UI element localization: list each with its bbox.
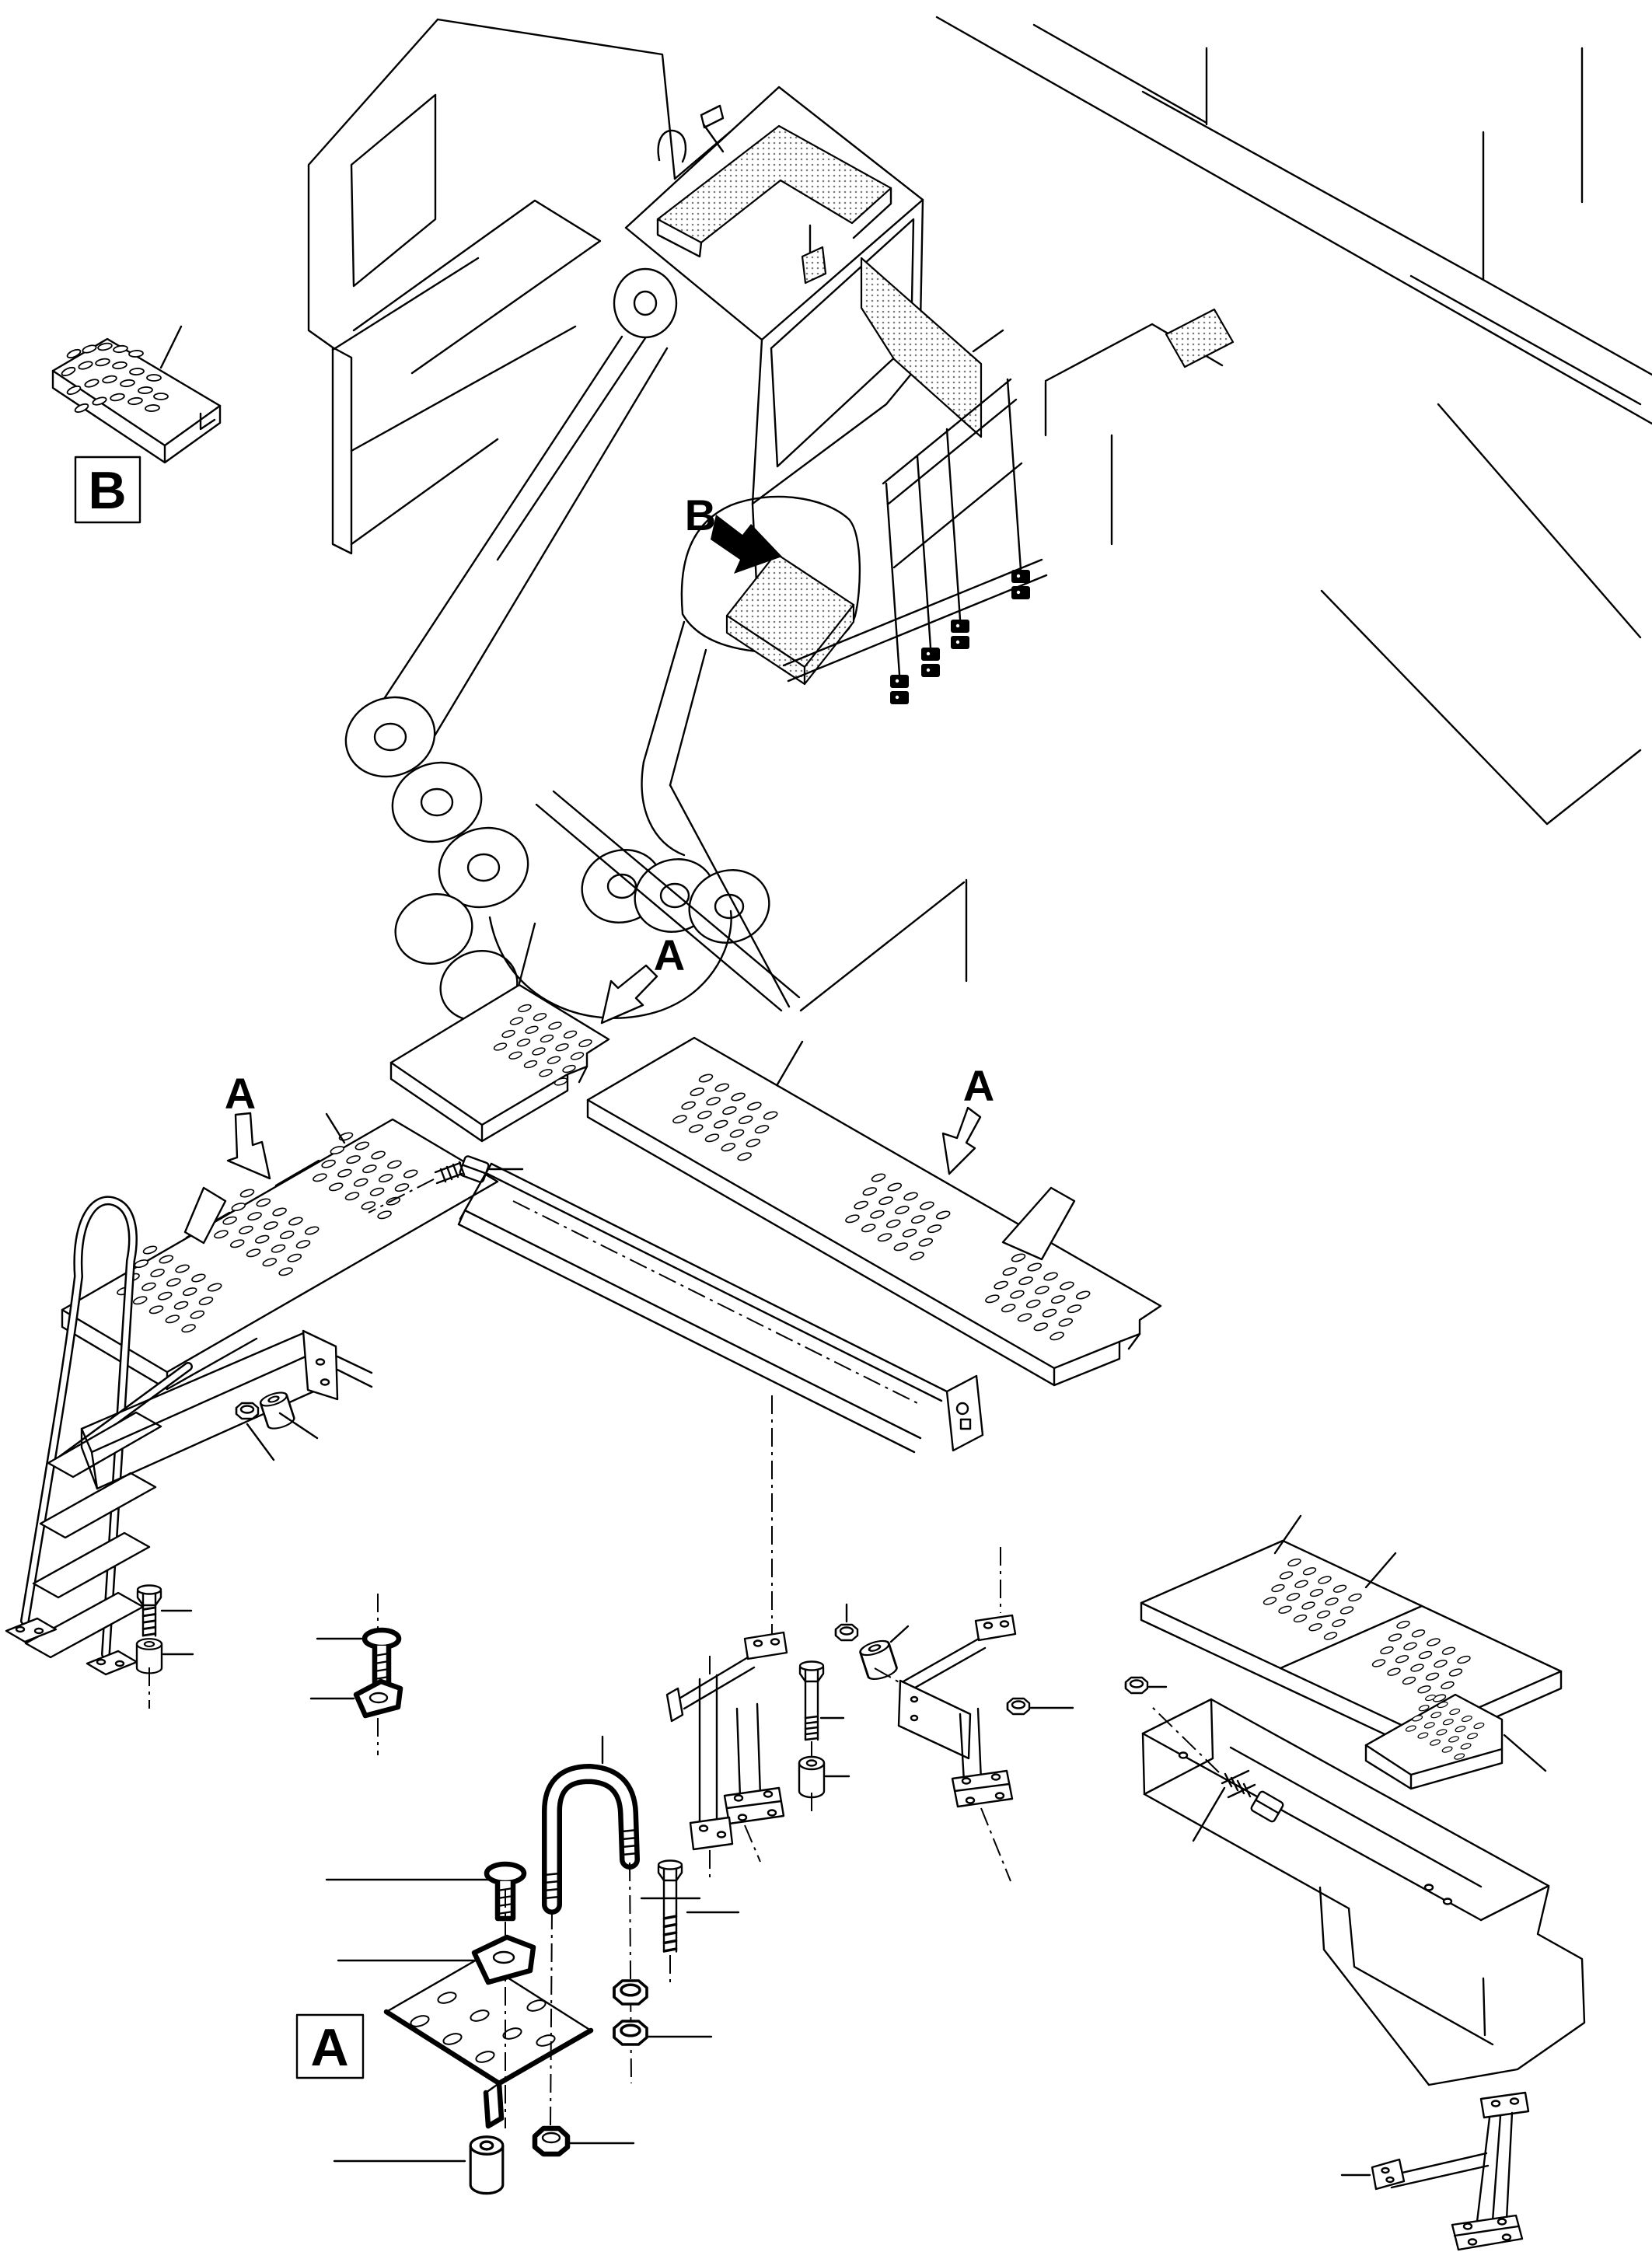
leg-bolt-vertical — [798, 1660, 850, 1813]
channel-nut — [235, 1402, 260, 1420]
view-a-marker-right: A — [941, 1061, 994, 1175]
railing — [782, 378, 1048, 704]
detail-spacer — [333, 2135, 505, 2195]
deck-step-plate-hatched — [725, 552, 855, 686]
view-a-left-arrow-icon — [226, 1112, 271, 1180]
roof-handle — [657, 129, 687, 163]
machine-body-panels — [935, 16, 1652, 826]
support-frame-tray — [1141, 1698, 1586, 2086]
plate-bolt-horizontal — [368, 1155, 524, 1213]
detail-b-box — [74, 456, 141, 524]
lift-tower-frame — [307, 18, 779, 555]
rear-walkway-plate-hatched — [1165, 308, 1235, 368]
view-b-label: B — [685, 491, 716, 539]
main-support-beam — [457, 1162, 1001, 1636]
view-a-marker-top: A — [600, 930, 685, 1025]
leader-line — [309, 1637, 363, 1700]
u-bolt — [542, 1735, 701, 1915]
tray-nut — [1124, 1676, 1168, 1695]
assembly-axis — [368, 1178, 435, 1213]
view-b-solid-arrow-icon — [711, 515, 782, 574]
thick-hex-nut — [532, 2125, 635, 2157]
roof-plate-foot — [801, 246, 827, 285]
support-leg-bottom-right — [1340, 2091, 1530, 2251]
boom-boss-cluster-left — [344, 696, 529, 1021]
view-a-right-arrow-icon — [941, 1106, 982, 1175]
leader-line — [518, 922, 536, 985]
ladder-step — [32, 1531, 151, 1599]
u-bolt-nuts — [613, 1979, 713, 2046]
roof-walkway-plates — [656, 123, 1004, 438]
view-a-top-arrow-icon — [600, 964, 658, 1025]
walkway-plate-angled — [1364, 1693, 1547, 1790]
ladder — [5, 1196, 193, 1676]
walkway-plate-small — [389, 922, 610, 1143]
ladder-foot-flange — [86, 1650, 138, 1676]
support-channel-left — [80, 1329, 373, 1490]
leader-line — [325, 1112, 346, 1144]
leg-nut-and-bushing — [834, 1603, 910, 1685]
leader-line — [1273, 1514, 1397, 1589]
view-a-right-label: A — [963, 1061, 994, 1110]
ladder-step — [47, 1411, 162, 1479]
view-a-left-label: A — [225, 1069, 256, 1118]
plate-fin — [1001, 1186, 1076, 1261]
ladder-step — [39, 1472, 157, 1539]
leader-line — [159, 325, 183, 369]
tray-bolt-horizontal — [1151, 1706, 1284, 1842]
walkway-plate-left — [61, 1112, 499, 1391]
view-a-top-label: A — [654, 930, 685, 979]
leader-line — [1503, 1734, 1547, 1772]
detail-a-box-label: A — [310, 2018, 348, 2077]
support-leg-middle-left — [665, 1631, 788, 1863]
detail-a-box — [295, 2013, 365, 2079]
ladder-foot-flange — [5, 1617, 58, 1643]
plate-fin — [183, 1186, 227, 1245]
leader-line — [889, 1625, 910, 1643]
support-leg-middle-right — [897, 1614, 1017, 1882]
side-walkway-plate-hatched — [860, 257, 983, 438]
detail-b-callout: B — [51, 325, 222, 524]
diamond-plate-washer — [337, 1934, 536, 1985]
flat-head-bolt — [325, 1861, 527, 1922]
detail-b-box-label: B — [88, 461, 126, 520]
view-b-marker: B — [685, 491, 782, 574]
leader-line — [776, 1040, 804, 1086]
leader-line — [1192, 1786, 1226, 1842]
view-a-marker-left: A — [225, 1069, 271, 1180]
channel-bushing — [257, 1388, 297, 1433]
detail-a-group: A — [295, 1656, 740, 2195]
support-leg-center — [689, 1656, 734, 1877]
perforated-step-plate-b — [51, 325, 222, 476]
carriage-bolt-and-plate-left — [309, 1594, 403, 1755]
mounting-bolt-left — [135, 1584, 194, 1709]
detail-hex-bolt — [657, 1859, 740, 1986]
leader-line — [246, 1412, 319, 1461]
leg-spacer — [798, 1755, 826, 1799]
machine-overview: B — [307, 16, 1652, 1021]
walkway-plate-right-pair — [1140, 1514, 1563, 1752]
u-bolt-axis — [629, 1862, 632, 2084]
boom-linkage — [344, 267, 770, 1021]
walkway-plate-right — [586, 1036, 1162, 1387]
leg-nut-right — [1006, 1697, 1074, 1716]
